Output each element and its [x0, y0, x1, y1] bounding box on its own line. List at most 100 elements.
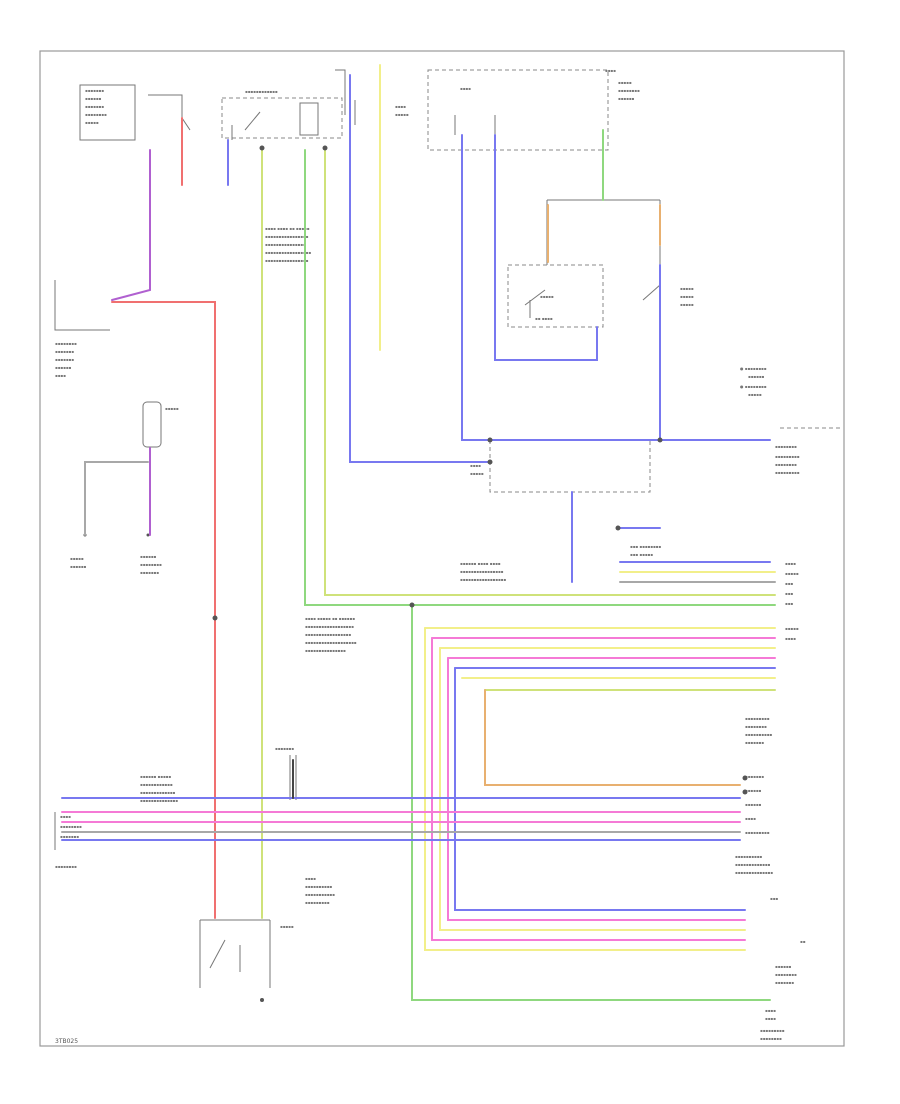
svg-text:▪▪▪▪▪: ▪▪▪▪▪ — [680, 302, 694, 307]
brake-switch-assembly: ▪▪▪▪▪ ▪▪ ▪▪▪▪ ▪▪▪▪▪ ▪▪▪▪▪ ▪▪▪▪▪ — [507, 199, 694, 328]
svg-text:▪▪▪▪▪▪▪: ▪▪▪▪▪▪▪ — [60, 834, 79, 839]
svg-text:▪▪▪▪▪▪▪▪: ▪▪▪▪▪▪▪▪ — [745, 724, 767, 729]
svg-text:▪▪▪: ▪▪▪ — [785, 581, 793, 586]
wire-gray-ground — [84, 461, 149, 536]
svg-text:▪▪▪▪▪▪: ▪▪▪▪▪▪ — [70, 564, 87, 569]
svg-text:▪▪▪▪▪▪ ▪▪▪▪ ▪▪▪▪: ▪▪▪▪▪▪ ▪▪▪▪ ▪▪▪▪ — [460, 561, 501, 566]
svg-text:▪▪▪▪▪▪▪▪▪▪▪▪▪▪▪▪: ▪▪▪▪▪▪▪▪▪▪▪▪▪▪▪▪ — [265, 258, 309, 263]
svg-text:▪▪▪▪▪▪▪▪▪: ▪▪▪▪▪▪▪▪▪ — [305, 900, 330, 905]
wire-pink-tcm-v4 — [447, 657, 746, 921]
svg-text:▪▪▪▪: ▪▪▪▪ — [395, 104, 406, 109]
svg-text:▪▪ ▪▪▪▪: ▪▪ ▪▪▪▪ — [535, 316, 553, 321]
svg-text:▪▪▪▪▪▪▪: ▪▪▪▪▪▪▪ — [140, 570, 159, 575]
wire-blue-switch — [494, 134, 598, 361]
svg-text:▪▪▪▪▪▪▪▪▪▪: ▪▪▪▪▪▪▪▪▪▪ — [745, 732, 772, 737]
wire-blue-sjb — [461, 134, 771, 441]
wire-purple-bcm — [111, 149, 151, 301]
wire-yellow-tcm-v1 — [424, 627, 746, 951]
svg-text:▪▪▪▪▪▪▪▪▪▪▪▪: ▪▪▪▪▪▪▪▪▪▪▪▪ — [245, 89, 278, 94]
svg-text:▪▪▪▪▪▪▪▪▪▪▪▪▪▪: ▪▪▪▪▪▪▪▪▪▪▪▪▪▪ — [140, 798, 178, 803]
svg-text:▪▪▪▪▪▪▪: ▪▪▪▪▪▪▪ — [275, 746, 294, 751]
svg-text:▪▪▪▪▪▪▪▪: ▪▪▪▪▪▪▪▪ — [775, 444, 797, 449]
svg-text:▪▪▪▪▪▪▪▪▪▪: ▪▪▪▪▪▪▪▪▪▪ — [735, 854, 762, 859]
wire-green-relay-to-pcm — [304, 149, 776, 606]
starter-motor: ▪▪▪▪▪ — [199, 919, 294, 1002]
svg-text:▪▪▪: ▪▪▪ — [785, 591, 793, 596]
svg-text:▪▪▪ ▪▪▪▪▪▪▪▪: ▪▪▪ ▪▪▪▪▪▪▪▪ — [630, 544, 661, 549]
svg-text:▪▪▪▪▪: ▪▪▪▪▪ — [165, 406, 179, 411]
svg-text:▪▪▪▪: ▪▪▪▪ — [765, 1008, 776, 1013]
svg-text:▪▪▪▪: ▪▪▪▪ — [765, 1016, 776, 1021]
svg-text:▪▪▪▪▪▪▪▪▪▪▪▪▪▪▪▪▪: ▪▪▪▪▪▪▪▪▪▪▪▪▪▪▪▪▪ — [305, 632, 351, 637]
wire-green-dash — [411, 604, 771, 1001]
svg-text:▪▪▪▪▪▪▪▪▪: ▪▪▪▪▪▪▪▪▪ — [745, 716, 770, 721]
svg-text:▪▪▪▪▪▪▪▪▪▪▪▪▪▪: ▪▪▪▪▪▪▪▪▪▪▪▪▪▪ — [735, 870, 773, 875]
svg-text:▪▪▪▪▪▪▪▪▪▪▪▪▪▪▪▪: ▪▪▪▪▪▪▪▪▪▪▪▪▪▪▪▪ — [460, 569, 504, 574]
svg-text:▪▪▪▪▪▪▪▪: ▪▪▪▪▪▪▪▪ — [760, 1036, 782, 1041]
svg-text:▪▪▪▪▪: ▪▪▪▪▪ — [70, 556, 84, 561]
svg-text:▪▪▪▪▪: ▪▪▪▪▪ — [540, 294, 554, 299]
wire-blue-fuse-to-pcm — [349, 74, 491, 463]
battery: ▪▪▪▪▪ — [142, 401, 179, 448]
svg-text:▪▪▪: ▪▪▪ — [770, 896, 778, 901]
svg-text:▪▪▪▪: ▪▪▪▪ — [470, 463, 481, 468]
svg-text:▪▪▪▪▪▪▪▪▪▪▪▪▪: ▪▪▪▪▪▪▪▪▪▪▪▪▪ — [140, 790, 176, 795]
svg-text:▪▪▪▪▪▪: ▪▪▪▪▪▪ — [748, 374, 765, 379]
svg-text:▪▪▪▪▪▪▪▪▪▪▪▪▪▪▪▪▪▪▪: ▪▪▪▪▪▪▪▪▪▪▪▪▪▪▪▪▪▪▪ — [305, 640, 357, 645]
svg-text:▪▪▪▪▪: ▪▪▪▪▪ — [748, 392, 762, 397]
svg-text:▪▪▪▪▪▪▪▪: ▪▪▪▪▪▪▪▪ — [55, 341, 77, 346]
inline-connector-c1: ▪▪▪▪▪▪▪ — [275, 746, 297, 800]
svg-text:▪▪▪▪: ▪▪▪▪ — [305, 876, 316, 881]
powertrain-module-box: ▪▪▪▪ ▪▪▪▪▪ — [470, 439, 651, 493]
svg-text:▪▪▪▪▪▪▪▪: ▪▪▪▪▪▪▪▪ — [140, 562, 162, 567]
svg-text:▪▪▪▪: ▪▪▪▪ — [745, 816, 756, 821]
wire-pink-tcm-v2 — [431, 637, 746, 941]
svg-text:● ▪▪▪▪▪▪▪▪: ● ▪▪▪▪▪▪▪▪ — [740, 366, 767, 371]
svg-text:▪▪▪▪▪▪: ▪▪▪▪▪▪ — [618, 96, 635, 101]
svg-text:▪▪▪▪: ▪▪▪▪ — [60, 814, 71, 819]
page-code: 3TB025 — [55, 1038, 78, 1045]
svg-text:▪▪▪▪▪▪: ▪▪▪▪▪▪ — [140, 554, 157, 559]
svg-text:▪▪▪▪▪▪: ▪▪▪▪▪▪ — [745, 802, 762, 807]
svg-text:▪▪▪▪▪▪: ▪▪▪▪▪▪ — [55, 365, 72, 370]
svg-text:▪▪▪: ▪▪▪ — [785, 601, 793, 606]
svg-text:▪▪▪▪▪▪▪▪▪▪▪▪▪▪▪▪: ▪▪▪▪▪▪▪▪▪▪▪▪▪▪▪▪ — [265, 234, 309, 239]
svg-text:▪▪▪▪▪▪▪▪▪: ▪▪▪▪▪▪▪▪▪ — [775, 454, 800, 459]
body-control-module: ▪▪▪▪▪▪▪▪ ▪▪▪▪▪▪▪ ▪▪▪▪▪▪▪ ▪▪▪▪▪▪ ▪▪▪▪ — [54, 280, 110, 378]
svg-text:▪▪▪▪▪▪▪: ▪▪▪▪▪▪▪ — [745, 774, 764, 779]
svg-text:▪▪▪▪: ▪▪▪▪ — [460, 86, 471, 91]
svg-text:▪▪▪▪▪▪▪: ▪▪▪▪▪▪▪ — [85, 88, 104, 93]
wire-orange-lower-pcm — [484, 689, 741, 786]
wire-yellowgreen-relay-to-pcm — [324, 149, 776, 596]
tcm-connector: ▪▪▪▪▪▪▪▪▪▪ ▪▪▪▪▪▪▪▪▪▪▪▪▪ ▪▪▪▪▪▪▪▪▪▪▪▪▪▪ … — [735, 854, 806, 944]
diagram-frame — [39, 50, 845, 1047]
wire-red-starter-feed — [111, 301, 216, 919]
svg-text:▪▪▪▪▪▪▪▪▪▪▪▪▪▪▪▪▪: ▪▪▪▪▪▪▪▪▪▪▪▪▪▪▪▪▪ — [460, 577, 506, 582]
svg-text:▪▪▪▪▪▪▪▪▪▪▪: ▪▪▪▪▪▪▪▪▪▪▪ — [305, 892, 335, 897]
svg-text:▪▪▪▪▪▪ ▪▪▪▪▪: ▪▪▪▪▪▪ ▪▪▪▪▪ — [140, 774, 171, 779]
pcm-connector-upper: ▪▪▪ ▪▪▪▪▪▪▪▪ ▪▪▪ ▪▪▪▪▪ ▪▪▪▪ ▪▪▪▪▪ ▪▪▪ ▪▪… — [630, 544, 799, 641]
svg-text:▪▪▪▪: ▪▪▪▪ — [785, 561, 796, 566]
svg-text:▪▪▪▪▪: ▪▪▪▪▪ — [395, 112, 409, 117]
svg-text:▪▪▪▪▪▪▪▪: ▪▪▪▪▪▪▪▪ — [775, 462, 797, 467]
svg-text:▪▪▪▪▪▪▪▪▪▪▪▪▪: ▪▪▪▪▪▪▪▪▪▪▪▪▪ — [735, 862, 771, 867]
svg-text:▪▪▪▪▪▪▪▪▪▪▪▪▪▪▪: ▪▪▪▪▪▪▪▪▪▪▪▪▪▪▪ — [265, 242, 306, 247]
transmission-range-sensor: ▪▪▪▪ ▪▪▪▪▪▪▪▪ ▪▪▪▪▪▪▪ ▪▪▪▪▪▪▪▪ — [54, 812, 82, 869]
svg-text:▪▪▪▪: ▪▪▪▪ — [55, 373, 66, 378]
svg-text:▪▪▪▪▪▪▪▪: ▪▪▪▪▪▪▪▪ — [85, 112, 107, 117]
pcm-connector-lower: ▪▪▪▪▪▪▪▪▪ ▪▪▪▪▪▪▪▪ ▪▪▪▪▪▪▪▪▪▪ ▪▪▪▪▪▪▪ ▪▪… — [745, 716, 772, 835]
svg-text:▪▪▪▪▪▪▪▪: ▪▪▪▪▪▪▪▪ — [618, 88, 640, 93]
svg-text:▪▪▪▪▪: ▪▪▪▪▪ — [785, 626, 799, 631]
battery-junction-box: ▪▪▪▪▪▪▪ ▪▪▪▪▪▪ ▪▪▪▪▪▪▪ ▪▪▪▪▪▪▪▪ ▪▪▪▪▪ — [79, 84, 191, 141]
svg-text:▪▪▪▪▪▪▪▪▪▪▪▪▪▪▪▪▪▪: ▪▪▪▪▪▪▪▪▪▪▪▪▪▪▪▪▪▪ — [305, 624, 354, 629]
svg-text:▪▪▪▪▪: ▪▪▪▪▪ — [680, 294, 694, 299]
svg-text:▪▪▪▪▪▪▪▪▪▪: ▪▪▪▪▪▪▪▪▪▪ — [305, 884, 332, 889]
starter-relay: ▪▪▪▪▪▪▪▪▪▪▪▪ — [221, 89, 343, 140]
svg-text:▪▪: ▪▪ — [800, 939, 806, 944]
svg-text:▪▪▪▪ ▪▪▪▪▪ ▪▪ ▪▪▪▪▪▪: ▪▪▪▪ ▪▪▪▪▪ ▪▪ ▪▪▪▪▪▪ — [305, 616, 355, 621]
svg-text:▪▪▪▪: ▪▪▪▪ — [785, 636, 796, 641]
svg-text:▪▪▪▪▪▪: ▪▪▪▪▪▪ — [775, 964, 792, 969]
svg-text:▪▪▪▪▪: ▪▪▪▪▪ — [618, 80, 632, 85]
